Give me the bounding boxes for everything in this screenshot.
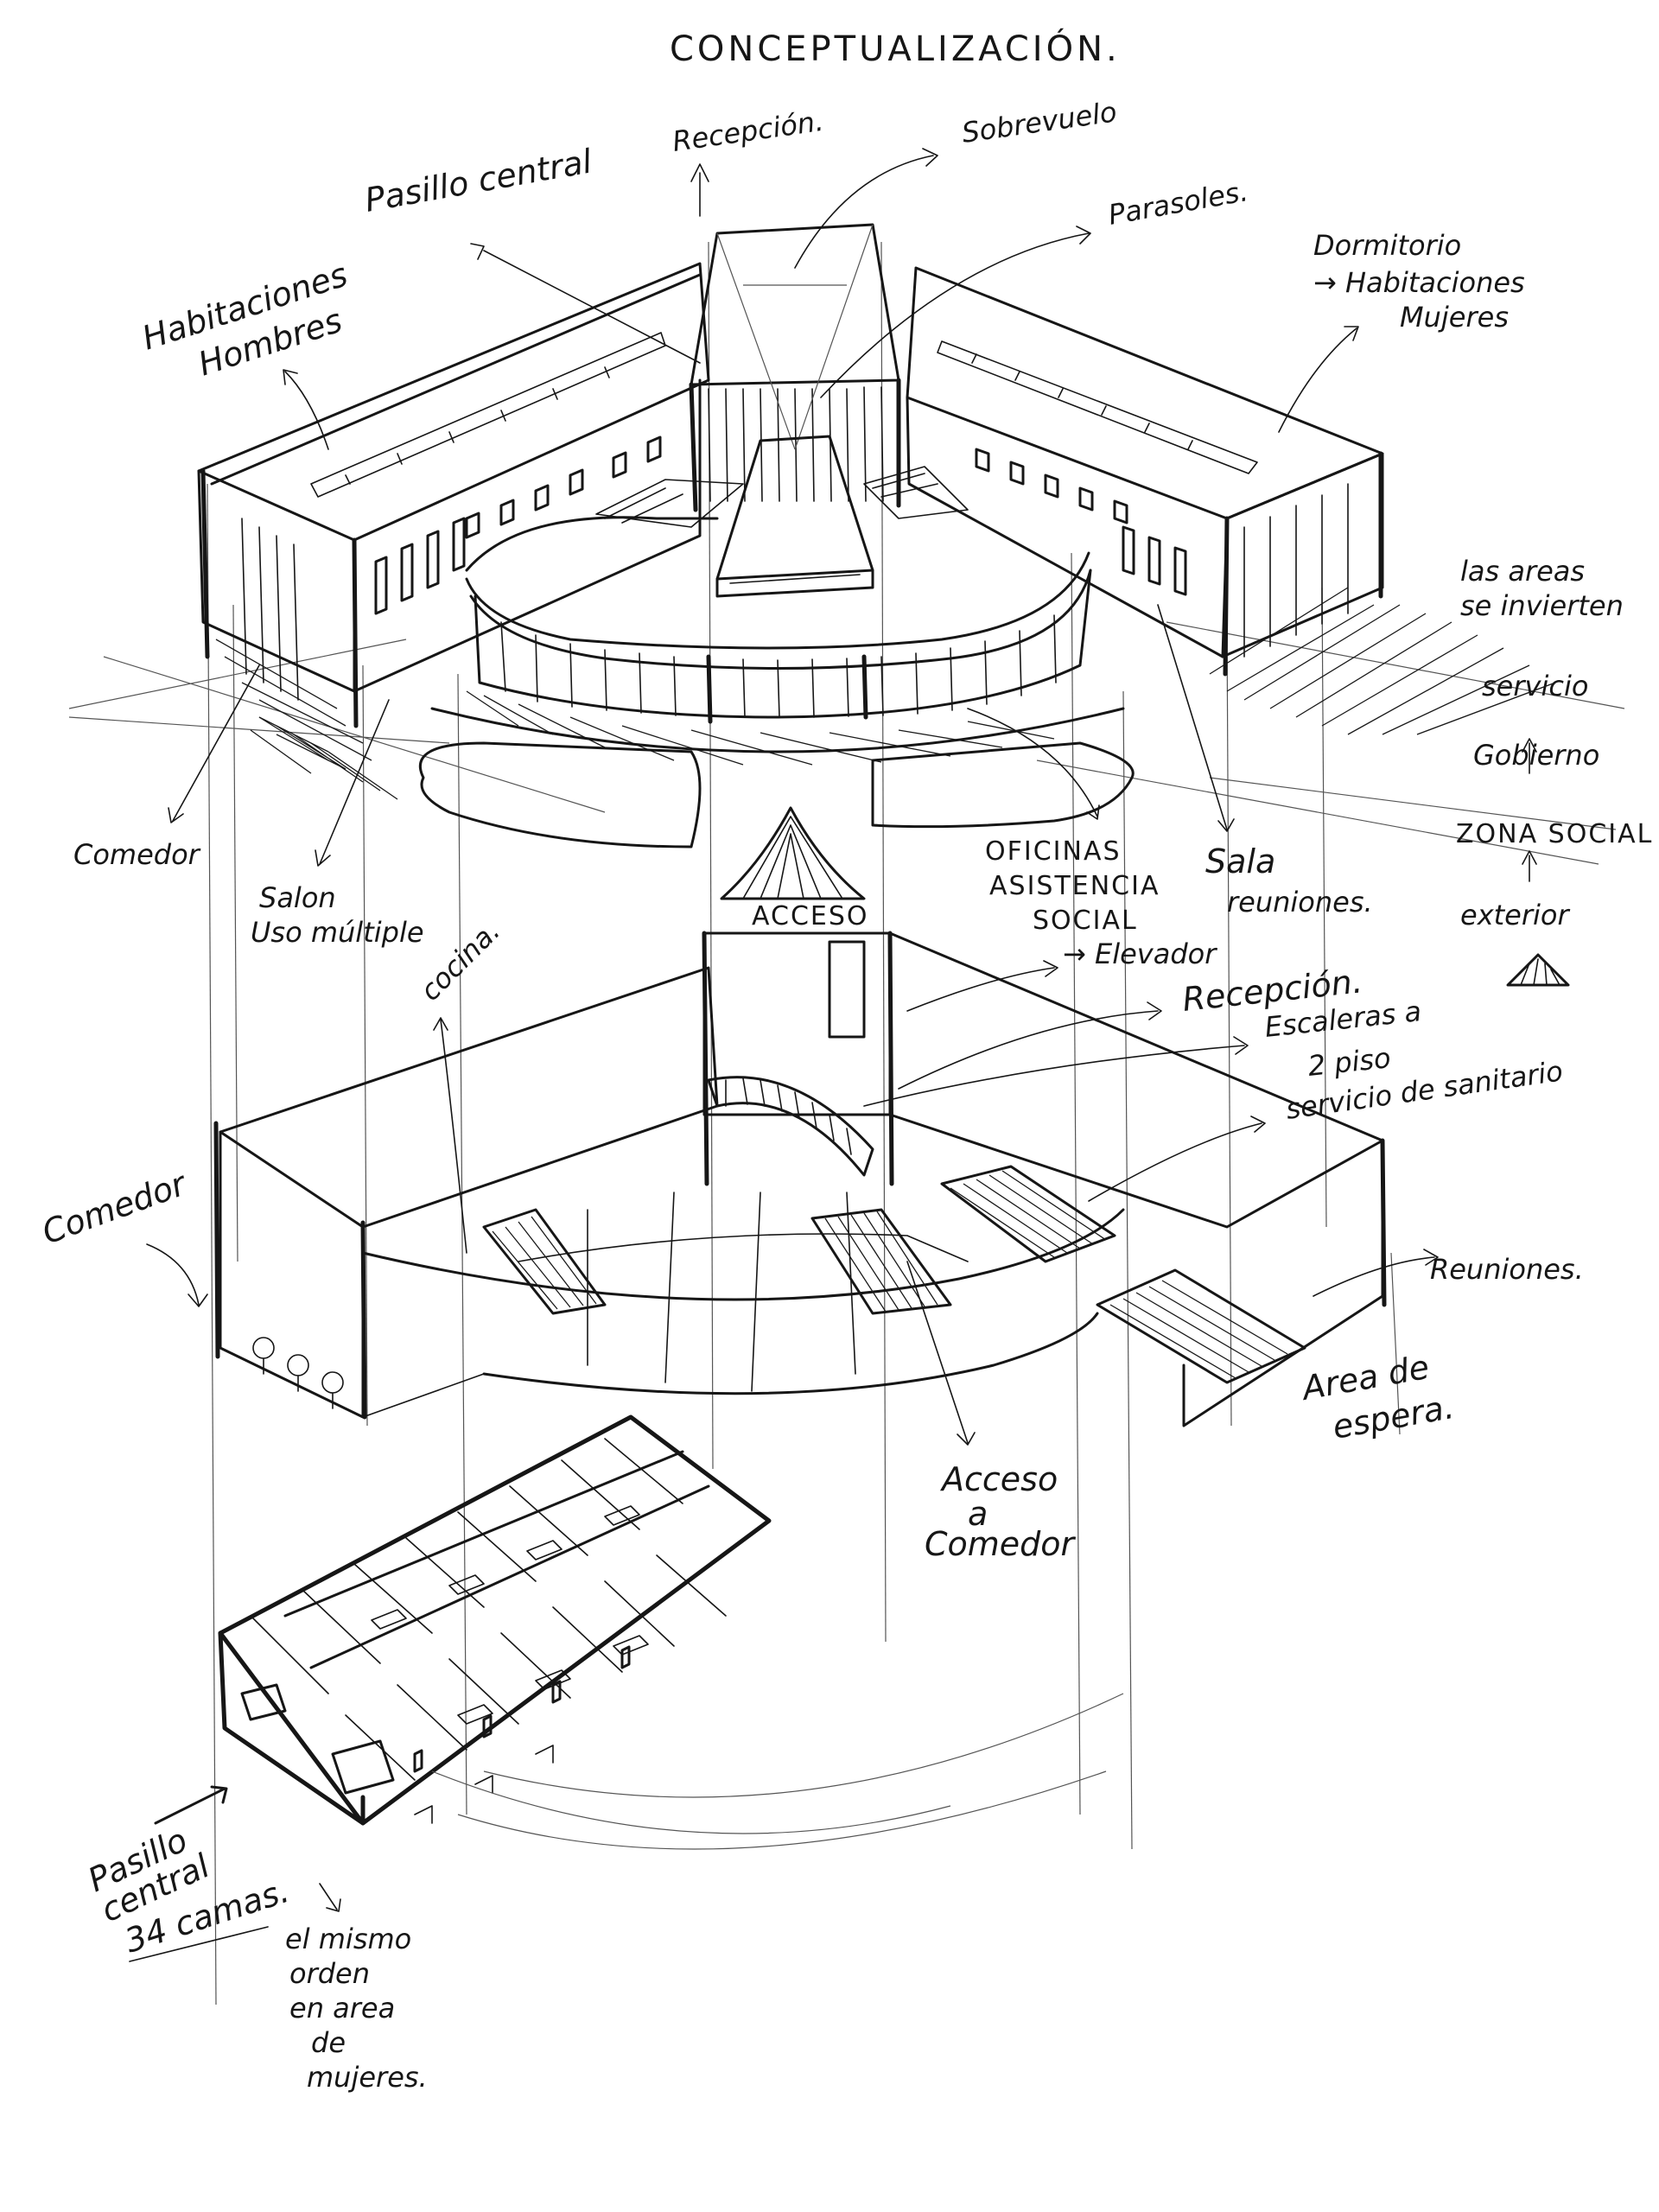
top-building-sketch <box>68 223 1625 900</box>
label-acceso-comedor-2: a <box>968 1495 988 1533</box>
label-acceso: ACCESO <box>752 901 869 931</box>
label-dormitorio: Dormitorio <box>1313 229 1461 262</box>
sheet-title: CONCEPTUALIZACIÓN. <box>670 28 1121 69</box>
construction-lines <box>207 241 1401 2005</box>
label-sala-1: Sala <box>1205 842 1275 880</box>
label-comedor-top: Comedor <box>73 838 201 871</box>
label-sobrevuelo: Sobrevuelo <box>960 95 1119 149</box>
label-parasoles: Parasoles. <box>1106 175 1250 232</box>
label-servicio: servicio <box>1482 670 1588 702</box>
label-oficinas-1: OFICINAS <box>985 836 1122 867</box>
label-escaleras-2: 2 piso <box>1306 1041 1392 1083</box>
dormitory-module-sketch <box>218 1414 1124 1850</box>
ground-floor-sketch <box>213 931 1387 1427</box>
label-habitaciones-mujeres-1: → Habitaciones <box>1313 266 1525 299</box>
label-mismo-3: en area <box>289 1992 395 2024</box>
label-pasillo-central-top: Pasillo central <box>362 142 595 219</box>
label-comedor-mid: Comedor <box>37 1164 193 1251</box>
label-areas-1: las areas <box>1460 555 1585 588</box>
label-gobierno: Gobierno <box>1473 739 1599 772</box>
label-recepcion-top: Recepción. <box>671 105 826 158</box>
label-mismo-2: orden <box>289 1957 370 1990</box>
label-elevador: → Elevador <box>1063 938 1217 970</box>
annotation-arrows <box>129 148 1570 1962</box>
label-habitaciones-mujeres-2: Mujeres <box>1400 301 1509 334</box>
label-mismo-1: el mismo <box>285 1923 411 1955</box>
label-exterior: exterior <box>1460 899 1570 931</box>
label-areas-2: se invierten <box>1460 589 1624 622</box>
label-salon-2: Uso múltiple <box>251 916 424 949</box>
label-mismo-5: mujeres. <box>307 2061 428 2094</box>
label-acceso-comedor-1: Acceso <box>939 1460 1058 1498</box>
label-acceso-comedor-3: Comedor <box>925 1525 1077 1563</box>
label-zona-social: ZONA SOCIAL <box>1456 819 1653 849</box>
label-oficinas-3: SOCIAL <box>1033 906 1138 936</box>
label-sala-2: reuniones. <box>1227 886 1373 918</box>
label-reuniones: Reuniones. <box>1430 1253 1584 1286</box>
label-mismo-4: de <box>311 2026 346 2059</box>
label-oficinas-2: ASISTENCIA <box>989 871 1160 901</box>
label-salon-1: Salon <box>259 881 336 914</box>
